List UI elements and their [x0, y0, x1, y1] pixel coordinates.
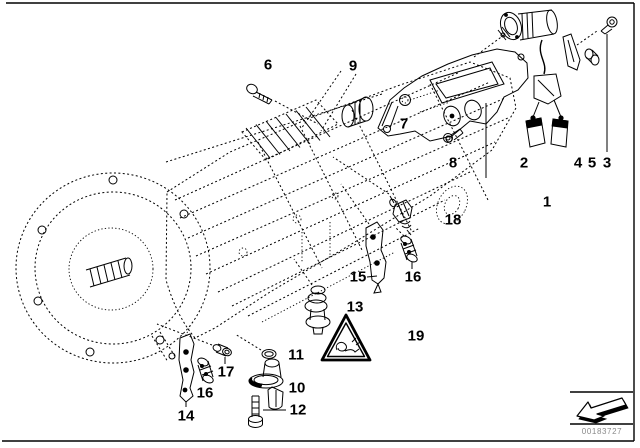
part-12-bolt-drawing	[249, 396, 263, 428]
callout-18[interactable]: 18	[444, 211, 462, 229]
callout-17[interactable]: 17	[217, 363, 235, 381]
part-3-bolt-drawing	[601, 17, 617, 34]
gear-actuator-assembly-drawing	[378, 49, 528, 142]
part-8-bolt-drawing	[444, 129, 464, 143]
part-9-coupling-drawing	[342, 97, 373, 127]
part-5-sleeve-drawing	[585, 49, 599, 65]
lower-left-block-arrow-icon	[577, 398, 628, 423]
callout-1[interactable]: 1	[542, 193, 552, 211]
part-14-bracket-drawing	[179, 324, 194, 402]
callout-12[interactable]: 12	[289, 401, 307, 419]
part-16-connector-left-drawing	[197, 357, 215, 385]
callout-11[interactable]: 11	[288, 346, 304, 364]
page-frame	[2, 3, 634, 441]
callout-8[interactable]: 8	[448, 154, 458, 172]
part-4-bracket-drawing	[563, 34, 580, 70]
callout-16-left[interactable]: 16	[196, 384, 214, 402]
part-10-speed-sensor-drawing	[249, 359, 283, 409]
callout-16-right[interactable]: 16	[404, 268, 422, 286]
part-17-plug-drawing	[212, 344, 232, 357]
part-15-bracket-drawing	[366, 222, 386, 293]
callout-19[interactable]: 19	[407, 327, 425, 345]
callout-6[interactable]: 6	[263, 56, 273, 74]
callout-7[interactable]: 7	[399, 115, 409, 133]
leader-lines-dotted	[157, 31, 597, 350]
pinch-warning-icon	[322, 315, 370, 360]
callout-14[interactable]: 14	[177, 407, 195, 425]
callout-2[interactable]: 2	[519, 154, 529, 172]
diagram-stamp	[570, 392, 633, 424]
callout-15[interactable]: 15	[349, 268, 367, 286]
callout-5[interactable]: 5	[587, 154, 597, 172]
part-13-sensor-drawing	[305, 286, 330, 334]
bell-housing-drawing	[16, 173, 210, 363]
gearbox-body-drawing	[166, 62, 516, 338]
diagram-doc-id: 00183727	[581, 427, 623, 436]
callout-9[interactable]: 9	[348, 57, 358, 75]
part-16-connector-right-drawing	[400, 235, 419, 264]
callout-4[interactable]: 4	[573, 154, 583, 172]
part-11-oring-drawing	[262, 350, 276, 359]
part-7-nut-drawing	[400, 95, 411, 106]
part-18-switch-drawing	[388, 196, 412, 235]
part-2-sensor-with-cable-drawing	[497, 9, 568, 147]
callout-13[interactable]: 13	[346, 298, 364, 316]
part-6-bolt-drawing	[245, 82, 272, 104]
leader-lines-solid	[186, 34, 607, 410]
callout-3[interactable]: 3	[602, 154, 612, 172]
callout-10[interactable]: 10	[288, 379, 306, 397]
